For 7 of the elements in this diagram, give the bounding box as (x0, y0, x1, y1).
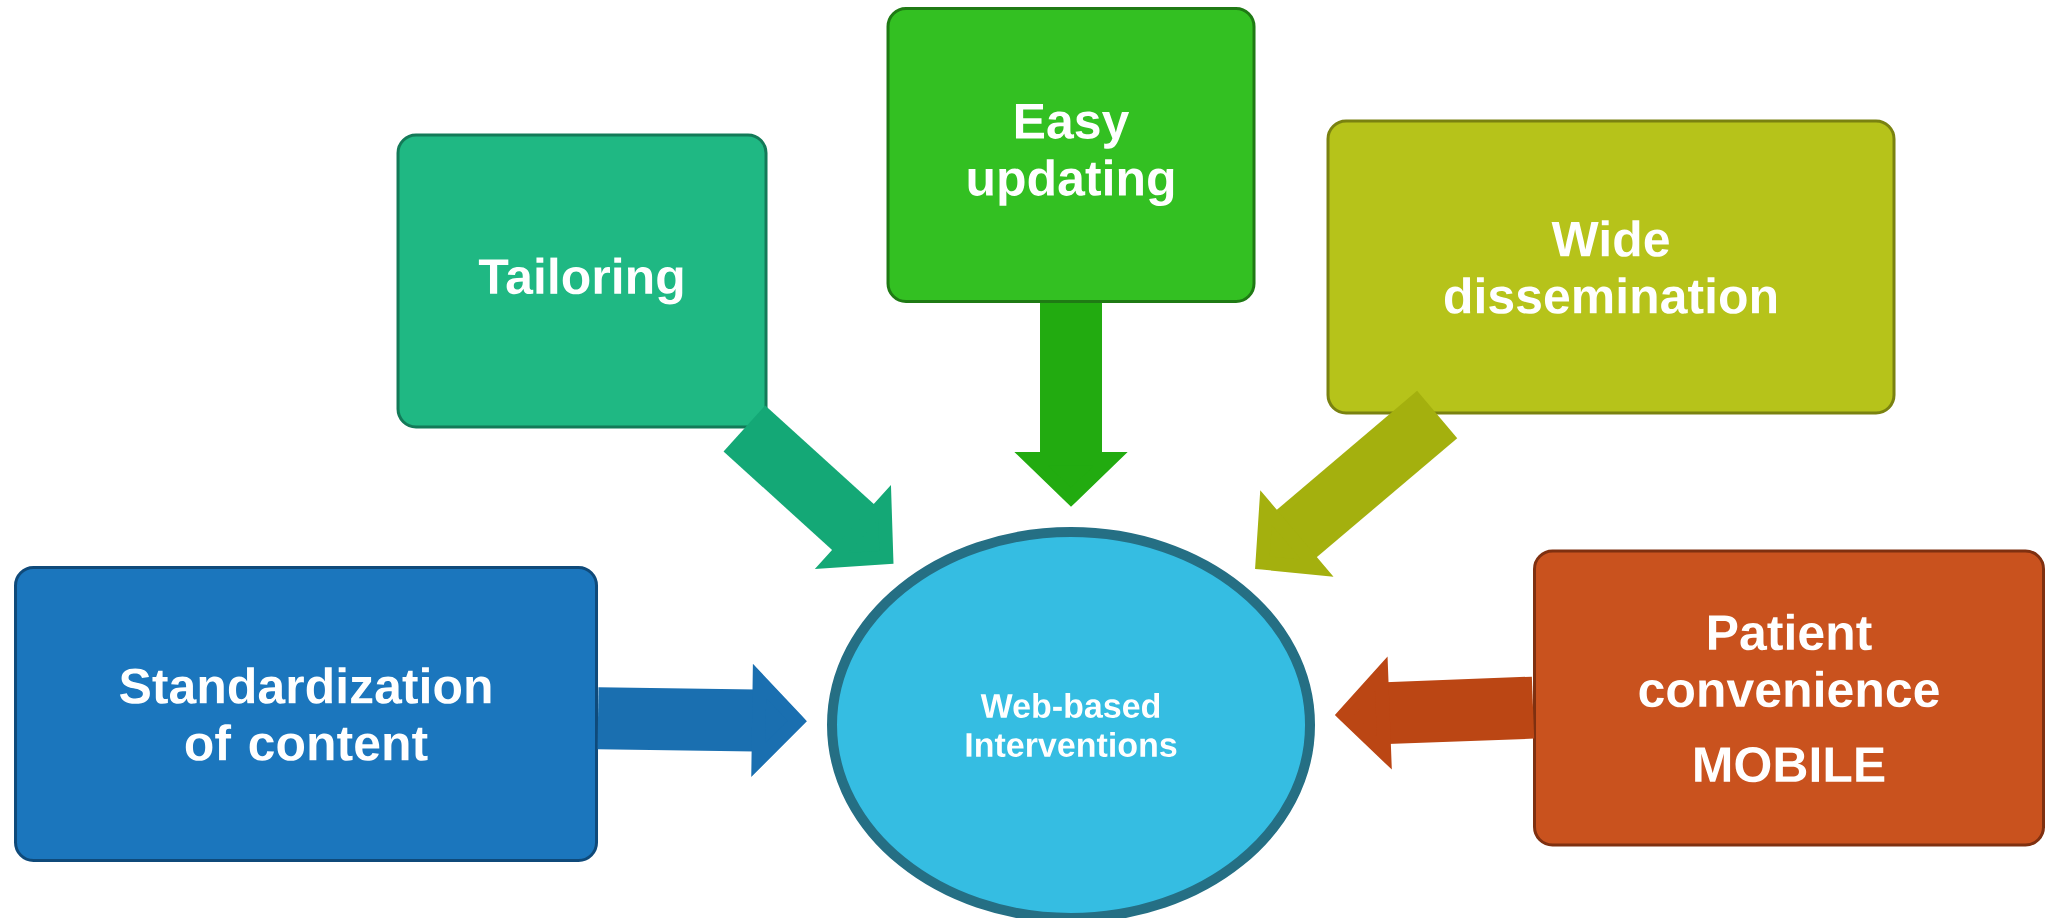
process-box: Easy updating (886, 7, 1256, 303)
ellipse-node: Web-based Interventions (827, 527, 1315, 918)
process-box: Standardization of content (14, 566, 598, 862)
process-box: Tailoring (396, 133, 768, 429)
block-arrow (1255, 390, 1458, 577)
process-box: Wide dissemination (1326, 119, 1896, 415)
process-box: Patient convenience MOBILE (1533, 549, 2045, 847)
